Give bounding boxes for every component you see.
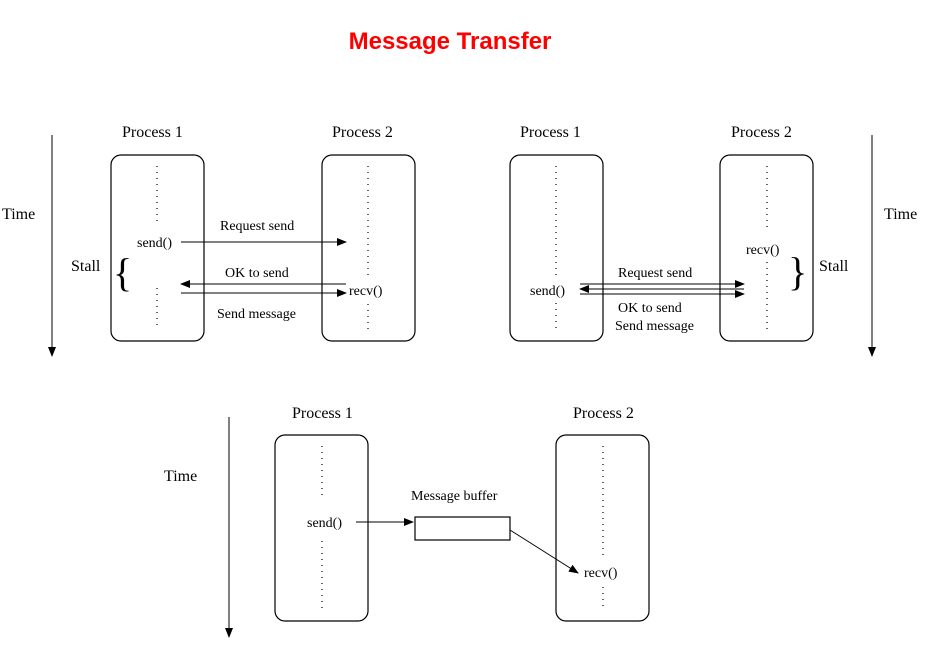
panel-buffered: Time Process 1 send() Process 2 recv() M… (164, 405, 650, 638)
recv-call-label: recv() (746, 243, 780, 258)
recv-call-label: recv() (584, 566, 618, 581)
send-call-label: send() (137, 236, 172, 251)
send-call-label: send() (307, 516, 342, 531)
message-buffer-box (414, 516, 511, 541)
ok-to-send-label: OK to send (225, 266, 289, 281)
ok-to-send-label: OK to send (618, 301, 682, 316)
send-message-label: Send message (217, 307, 296, 322)
send-call-label: send() (530, 284, 565, 299)
request-send-label: Request send (618, 266, 692, 281)
message-buffer-label: Message buffer (411, 489, 498, 504)
panel-sender-blocking: Time Process 1 send() Process 2 recv() S… (2, 124, 416, 357)
time-label: Time (2, 206, 35, 223)
stall-label: Stall (819, 258, 849, 275)
stall-label: Stall (71, 258, 101, 275)
process-1-box (274, 434, 369, 622)
time-label: Time (884, 206, 917, 223)
panel-receiver-blocking: Process 1 send() Process 2 recv() } Stal… (509, 124, 917, 357)
process-2-box (321, 154, 416, 342)
process-2-label: Process 2 (573, 405, 634, 422)
process-2-box (555, 434, 650, 622)
buffer-to-recv-arrow (509, 529, 579, 574)
process-1-label: Process 1 (122, 124, 183, 141)
time-label: Time (164, 468, 197, 485)
process-1-label: Process 1 (520, 124, 581, 141)
process-1-label: Process 1 (292, 405, 353, 422)
diagram-title: Message Transfer (348, 28, 552, 55)
stall-brace: { (113, 250, 132, 295)
process-1-box (110, 154, 205, 342)
recv-call-label: recv() (349, 284, 383, 299)
stall-brace: } (788, 249, 807, 294)
process-2-label: Process 2 (332, 124, 393, 141)
process-2-label: Process 2 (731, 124, 792, 141)
process-1-box (509, 154, 604, 342)
send-message-label: Send message (615, 319, 694, 334)
request-send-label: Request send (220, 219, 294, 234)
